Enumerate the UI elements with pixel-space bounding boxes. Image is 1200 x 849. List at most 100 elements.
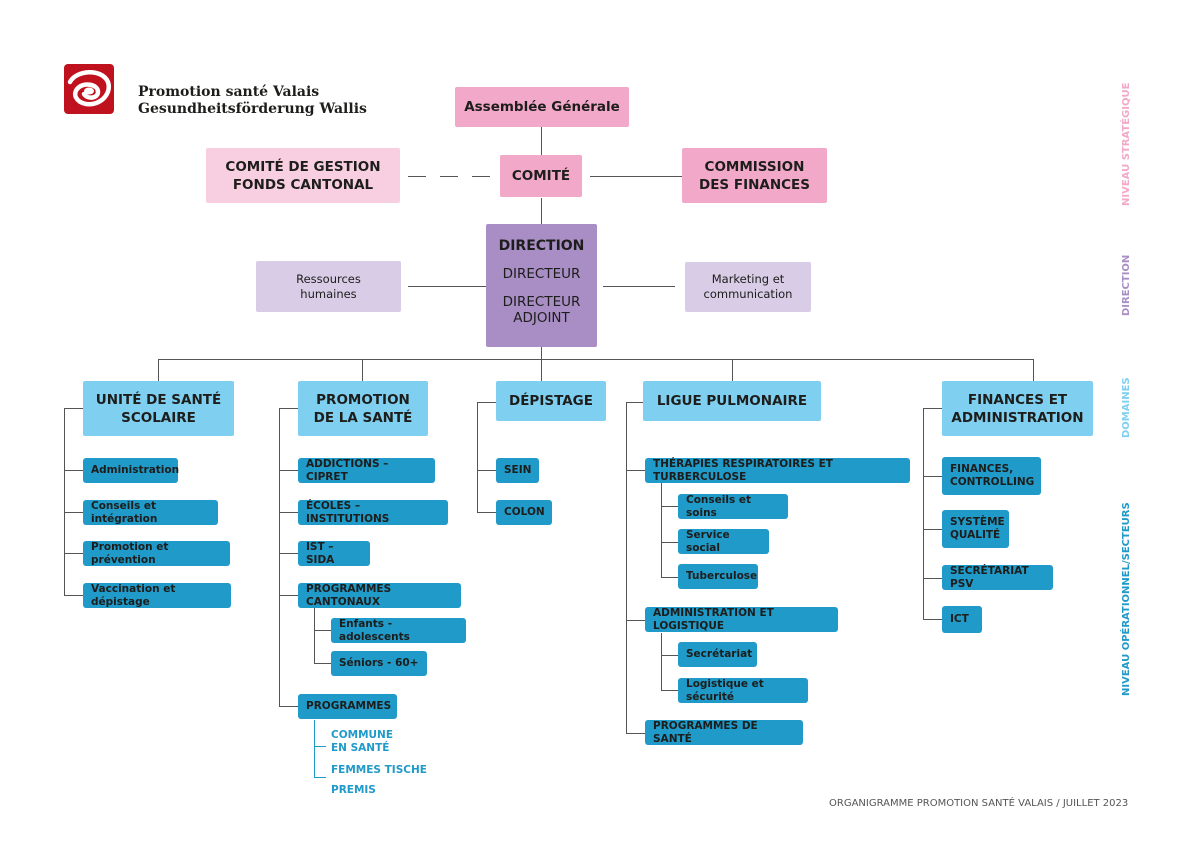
- depistage-label: DÉPISTAGE: [509, 393, 593, 409]
- commune-label-2: EN SANTÉ: [331, 742, 390, 754]
- fin-label-2: ADMINISTRATION: [951, 409, 1084, 426]
- finances-tree-top: [923, 408, 942, 409]
- logo: [64, 64, 114, 114]
- finances-tree-line: [923, 408, 924, 620]
- finances-branch: [923, 476, 942, 477]
- finances-administration-box: FINANCES ET ADMINISTRATION: [942, 381, 1093, 436]
- depistage-tree-line: [477, 402, 478, 513]
- connector-ligue: [732, 359, 733, 381]
- uss-item-label: Conseils et intégration: [91, 499, 158, 525]
- comite-gestion-label-1: COMITÉ DE GESTION: [225, 158, 381, 175]
- promo-tree-top: [279, 408, 298, 409]
- assemblee-generale-label: Assemblée Générale: [464, 99, 620, 115]
- programme-commune-en-sante: COMMUNE EN SANTÉ: [331, 729, 393, 755]
- uss-item-label: Promotion et prévention: [91, 540, 169, 566]
- programmes-subtree: [314, 720, 315, 778]
- comite-gestion-label-2: FONDS CANTONAL: [232, 176, 374, 193]
- connector-dashed-2: [440, 176, 458, 177]
- direction-title: DIRECTION: [498, 238, 585, 254]
- ligue-item-conseils-soins: Conseils et soins: [678, 494, 788, 519]
- programmes-branch: [314, 746, 326, 747]
- side-label-domaines: DOMAINES: [1121, 377, 1132, 438]
- ligue-item-secretariat: Secrétariat: [678, 642, 757, 667]
- therapies-branch: [661, 542, 678, 543]
- uss-item-label: Vaccination et dépistage: [91, 582, 176, 608]
- ligue-item-label: PROGRAMMES DE SANTÉ: [653, 719, 758, 745]
- promo-branch: [279, 595, 298, 596]
- promo-item-label: PROGRAMMES: [306, 700, 392, 712]
- ligue-item-label: Secrétariat: [686, 648, 753, 660]
- directeur-label: DIRECTEUR: [502, 266, 581, 282]
- ligue-item-therapies: THÉRAPIES RESPIRATOIRES ET TURBERCULOSE: [645, 458, 910, 483]
- promo-item-programmes: PROGRAMMES: [298, 694, 397, 719]
- swirl-logo-icon: [64, 64, 114, 114]
- premis-label: PREMIS: [331, 784, 376, 796]
- ligue-item-label: Tuberculose: [686, 570, 758, 582]
- uss-item-administration: Administration: [83, 458, 180, 483]
- promo-item-ist: IST – SIDA: [298, 541, 370, 566]
- depistage-item-colon: COLON: [496, 500, 552, 525]
- rh-label-2: humaines: [300, 286, 357, 301]
- ligue-label: LIGUE PULMONAIRE: [656, 393, 808, 409]
- fin-item-label: ICT: [950, 613, 969, 625]
- fin-item-label: SECRÉTARIAT PSV: [950, 564, 1029, 590]
- ligue-item-admin-logistique: ADMINISTRATION ET LOGISTIQUE: [645, 607, 838, 632]
- ligue-item-label: Service social: [686, 528, 730, 554]
- fin-item-ict: ICT: [942, 606, 982, 633]
- therapies-subtree: [661, 483, 662, 578]
- commission-label-2: DES FINANCES: [699, 176, 810, 193]
- admin-log-subtree: [661, 633, 662, 691]
- promo-item-label: ÉCOLES – INSTITUTIONS: [306, 499, 390, 525]
- fin-item-label: SYSTÈME: [950, 516, 1005, 528]
- programme-femmes-tische: FEMMES TISCHE: [331, 764, 427, 777]
- marketing-box: Marketing et communication: [685, 262, 811, 312]
- uss-branch: [64, 470, 83, 471]
- depistage-tree-top: [477, 402, 496, 403]
- ligue-item-programmes-sante: PROGRAMMES DE SANTÉ: [645, 720, 803, 745]
- connector-comite-direction: [541, 198, 542, 224]
- marketing-label-1: Marketing et: [711, 272, 785, 286]
- org-name: Promotion santé Valais Gesundheitsförder…: [138, 84, 367, 118]
- depistage-branch: [477, 512, 496, 513]
- promo-item-addictions: ADDICTIONS – CIPRET: [298, 458, 435, 483]
- connector-finances: [1033, 359, 1034, 381]
- fin-item-systeme-qualite: SYSTÈME QUALITÉ: [942, 510, 1009, 548]
- femmes-label: FEMMES TISCHE: [331, 764, 427, 776]
- programme-premis: PREMIS: [331, 784, 376, 797]
- ligue-tree-line: [626, 402, 627, 734]
- promo-branch: [279, 553, 298, 554]
- finances-branch: [923, 619, 942, 620]
- prog-cantonaux-subtree: [314, 608, 315, 663]
- promo-branch: [279, 512, 298, 513]
- promo-item-programmes-cantonaux: PROGRAMMES CANTONAUX: [298, 583, 461, 608]
- ligue-item-label: ADMINISTRATION ET LOGISTIQUE: [653, 606, 774, 632]
- rh-label-1: Ressources: [296, 271, 361, 286]
- uss-tree-line: [64, 408, 65, 596]
- connector-dashed-3: [472, 176, 490, 177]
- depistage-branch: [477, 470, 496, 471]
- fin-item-label: FINANCES,: [950, 463, 1014, 475]
- commune-label-1: COMMUNE: [331, 729, 394, 741]
- connector-comite-commission: [590, 176, 682, 177]
- fin-item-label: CONTROLLING: [950, 476, 1035, 488]
- connector-direction-domains: [541, 347, 542, 360]
- ligue-pulmonaire-box: LIGUE PULMONAIRE: [643, 381, 821, 421]
- comite-box: COMITÉ: [500, 155, 582, 197]
- fin-label-1: FINANCES ET: [967, 391, 1068, 408]
- admin-log-branch: [661, 655, 678, 656]
- uss-branch: [64, 512, 83, 513]
- uss-item-conseils: Conseils et intégration: [83, 500, 218, 525]
- connector-assemblee-comite: [541, 127, 542, 155]
- promotion-sante-box: PROMOTION DE LA SANTÉ: [298, 381, 428, 436]
- promo-branch: [279, 706, 298, 707]
- ligue-branch: [626, 470, 645, 471]
- fin-item-secretariat-psv: SECRÉTARIAT PSV: [942, 565, 1053, 590]
- uss-branch: [64, 595, 83, 596]
- uss-label-2: SCOLAIRE: [121, 409, 196, 426]
- ligue-tree-top: [626, 402, 643, 403]
- uss-item-label: Administration: [91, 464, 180, 476]
- therapies-branch: [661, 577, 678, 578]
- promo-item-enfants: Enfants - adolescents: [331, 618, 466, 643]
- uss-item-vaccination: Vaccination et dépistage: [83, 583, 231, 608]
- commission-label-1: COMMISSION: [704, 158, 805, 175]
